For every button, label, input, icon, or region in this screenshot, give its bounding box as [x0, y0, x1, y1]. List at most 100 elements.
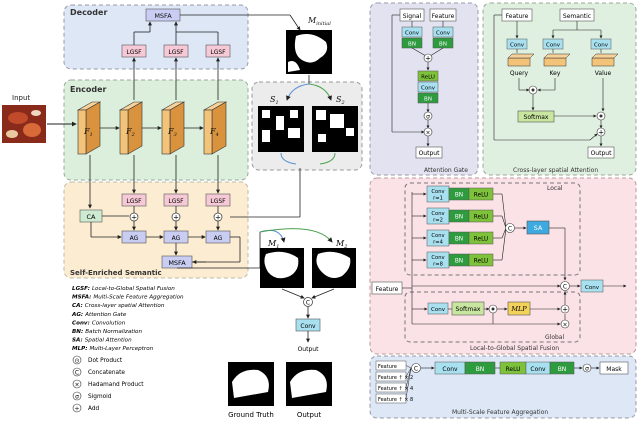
ca-query-block [507, 53, 535, 67]
svg-text:C: C [306, 300, 310, 307]
svg-text:Conv: Conv [442, 366, 458, 373]
concat-node [303, 297, 313, 307]
svg-text:r=2: r=2 [433, 218, 443, 224]
svg-text:×: × [425, 130, 430, 137]
encoder-block-f4: F4 [202, 101, 228, 155]
encoder-block-f1: F1 [76, 101, 102, 155]
svg-text:Output: Output [419, 150, 440, 157]
svg-text:Conv: Conv [530, 366, 546, 373]
svg-text:r=4: r=4 [433, 240, 443, 246]
svg-text:CA: CA [87, 213, 97, 221]
self-enriched-title: Self-Enriched Semantic [70, 269, 162, 277]
svg-text:×: × [74, 382, 79, 389]
m2-label: M2 [335, 239, 347, 250]
local-box [404, 182, 581, 276]
m1-mask [260, 248, 304, 288]
svg-text:Semantic: Semantic [563, 13, 591, 20]
svg-text:r=8: r=8 [433, 262, 443, 268]
encoder-panel [63, 79, 249, 181]
svg-text:ReLU: ReLU [474, 215, 489, 221]
svg-text:ReLU: ReLU [505, 366, 520, 373]
s1-grid [258, 106, 304, 152]
cross-layer-title: Cross-layer spatial Attention [513, 167, 598, 174]
attention-gate-title: Attention Gate [424, 167, 468, 174]
svg-text:C: C [508, 226, 512, 233]
svg-text:ReLU: ReLU [474, 237, 489, 243]
svg-text:Signal: Signal [403, 13, 422, 20]
svg-text:Hadamand Product: Hadamand Product [88, 382, 144, 388]
svg-text:Dot Product: Dot Product [88, 358, 123, 364]
msfa-feature-2: Feature ↑ × 4 [375, 367, 413, 393]
svg-text:+: + [131, 214, 137, 222]
svg-text:+: + [598, 129, 604, 137]
svg-text:Conv: Conv [431, 307, 446, 313]
svg-text:+: + [562, 306, 568, 314]
svg-text:Feature: Feature [376, 286, 399, 293]
svg-text:+: + [425, 55, 431, 63]
svg-text:ReLU: ReLU [421, 75, 435, 81]
svg-text:BN: BN [439, 42, 447, 48]
svg-text:LGSF: LGSF [168, 198, 184, 205]
msfa-mask-box [599, 361, 629, 375]
m-initial-mask [286, 30, 332, 74]
legend-item: SA:Spatial Attention [72, 338, 132, 344]
svg-text:Feature: Feature [378, 364, 397, 370]
svg-text:Mask: Mask [606, 366, 622, 373]
l2g-global-conv [427, 302, 449, 315]
svg-text:AG: AG [214, 235, 223, 242]
svg-text:Softmax: Softmax [524, 114, 549, 121]
l2g-concat-node [505, 223, 515, 233]
ca-output-box [587, 146, 615, 159]
svg-text:σ: σ [585, 366, 589, 373]
s2-label: S2 [336, 95, 345, 106]
encoder-block-f2: F2 [118, 101, 144, 155]
legend-item: MLP:Multi-Layer Perceptron [72, 346, 154, 352]
output-label: Output [297, 411, 322, 419]
svg-text:BN: BN [558, 366, 567, 373]
svg-text:⊙: ⊙ [74, 358, 79, 365]
encoder-block-f3: F3 [160, 101, 186, 155]
msfa-concat-node [411, 363, 421, 373]
svg-text:Conv: Conv [431, 255, 444, 261]
svg-text:BN: BN [455, 259, 463, 265]
global-title: Global [545, 334, 564, 341]
input-label: Input [12, 94, 30, 102]
svg-text:Conv: Conv [510, 43, 525, 49]
svg-text:LGSF: LGSF [210, 198, 226, 205]
legend-item: MSFA:Multi-Scale Feature Aggregation [72, 295, 184, 301]
l2g-concat-node-2 [560, 281, 570, 291]
svg-text:Feature ↑ × 2: Feature ↑ × 2 [378, 375, 413, 381]
msfa-feature-1: Feature ↑ × 2 [375, 367, 413, 382]
svg-text:Conv: Conv [431, 211, 444, 217]
legend-item: LGSF:Local-to-Global Spatial Fusion [72, 286, 175, 292]
decoder-title: Decoder [70, 8, 107, 17]
svg-text:MSFA: MSFA [154, 12, 172, 20]
svg-text:Output: Output [591, 150, 612, 157]
svg-text:ReLU: ReLU [474, 259, 489, 265]
legend-symbol: +Add [72, 403, 100, 413]
legend-item: CA:Cross-layer spatial Attention [72, 303, 165, 309]
ground-truth-mask [228, 362, 274, 406]
msfa-title: Multi-Scale Feature Aggregation [452, 409, 548, 416]
svg-text:Feature ↑ × 8: Feature ↑ × 8 [378, 397, 413, 403]
input-image [2, 105, 46, 143]
svg-text:Conv: Conv [421, 86, 436, 92]
encoder-title: Encoder [70, 85, 107, 94]
svg-text:BN: BN [455, 193, 463, 199]
legend-item: AG:Attention Gate [71, 312, 127, 318]
svg-text:ReLU: ReLU [474, 193, 489, 199]
svg-text:Query: Query [510, 70, 529, 77]
ca-key-block [543, 53, 571, 67]
ca-softmax [517, 110, 555, 123]
svg-text:Feature ↑ × 4: Feature ↑ × 4 [378, 386, 413, 392]
local-title: Local [547, 185, 563, 192]
ag-output-box [415, 146, 443, 159]
legend-item: Conv:Convolution [72, 320, 126, 326]
